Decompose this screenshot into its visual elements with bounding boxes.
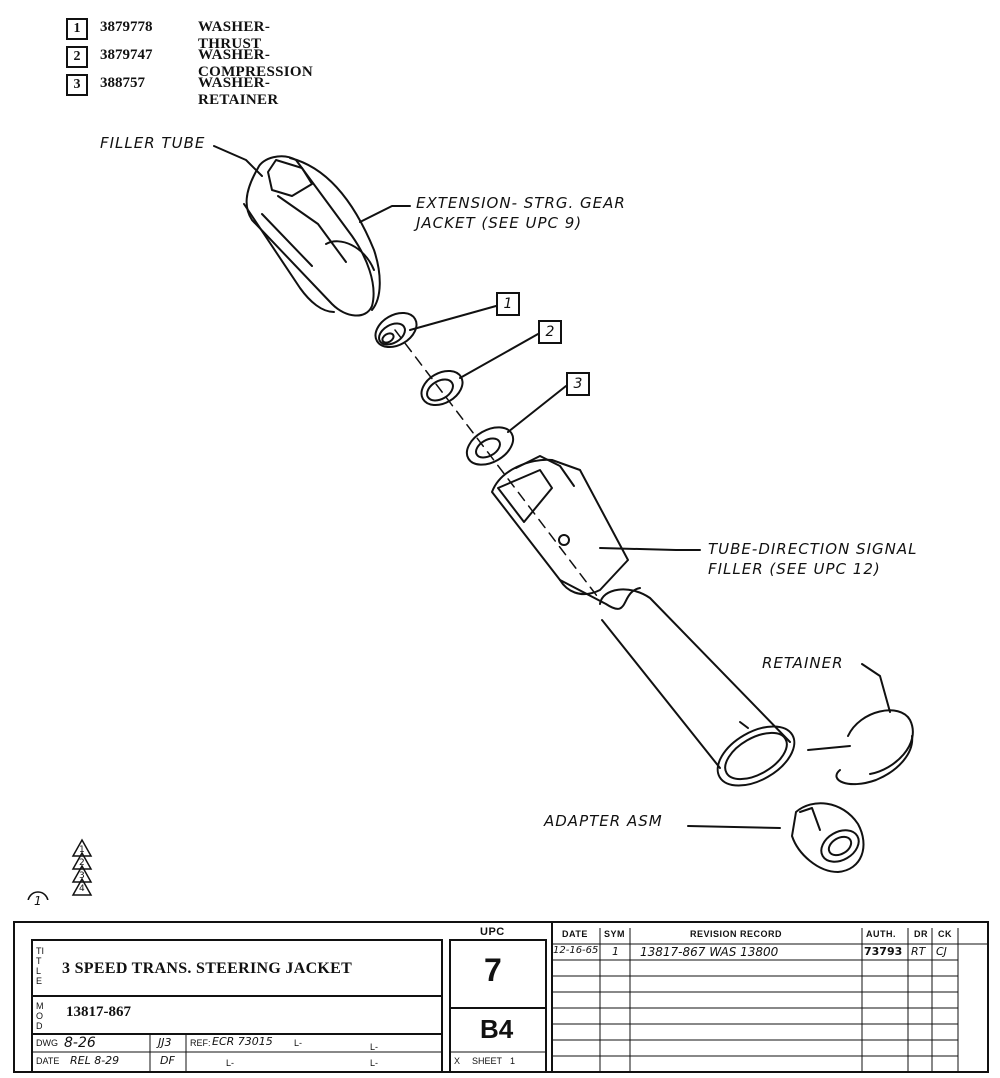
title-letters: TITLE [36, 946, 44, 986]
part-name: WASHER- COMPRESSION [198, 47, 313, 80]
upc-header: UPC [480, 926, 505, 938]
label-extension-line2: JACKET (SEE UPC 9) [416, 214, 583, 232]
rev-header-sym: SYM [604, 929, 626, 939]
section-code: B4 [480, 1014, 514, 1044]
rev-ck: CJ [936, 945, 947, 958]
part-number: 388757 [100, 75, 145, 91]
drawing-title: 3 SPEED TRANS. STEERING JACKET [62, 960, 353, 977]
circled-mark: 1 [34, 894, 42, 908]
rev-header-date: DATE [562, 929, 588, 939]
ref-value: ECR 73015 [212, 1035, 273, 1048]
dwg-value: 8-26 [64, 1035, 96, 1051]
dwg-initials: JJ3 [158, 1036, 172, 1049]
callout-box: 3 [566, 372, 590, 396]
rev-auth: 73793 [864, 945, 903, 958]
leader-retainer [861, 663, 891, 713]
ref-label: REF: [190, 1038, 211, 1048]
revision-triangles [71, 838, 93, 896]
circled-mark-shape [27, 891, 49, 900]
part-number: 3879778 [100, 19, 153, 35]
rev-header-ck: CK [938, 929, 952, 939]
label-retainer: RETAINER [762, 654, 844, 672]
revision-mark: 2 [79, 858, 85, 868]
l-mark: L- [226, 1058, 235, 1068]
extension-jacket-shape [243, 155, 381, 317]
adapter-assembly-shape [791, 802, 865, 873]
revision-mark: 3 [79, 871, 85, 881]
l-mark: L- [294, 1038, 303, 1048]
rev-dr: RT [911, 945, 926, 958]
revision-mark: 4 [79, 884, 85, 894]
part-name: WASHER-RETAINER [198, 75, 279, 108]
date-label: DATE [36, 1056, 60, 1066]
part-index: 1 [66, 18, 88, 40]
part-number: 3879747 [100, 47, 153, 63]
revision-mark: 1 [79, 845, 85, 855]
callout-box: 1 [496, 292, 520, 316]
retainer-ring-shape [807, 709, 914, 786]
part-name: WASHER-THRUST [198, 19, 271, 52]
sheet-number: 1 [510, 1056, 516, 1066]
rev-header-dr: DR [914, 929, 928, 939]
l-mark: L- [370, 1042, 379, 1052]
part-index: 3 [66, 74, 88, 96]
leader-filler-tube [213, 145, 263, 177]
rev-record: 13817-867 WAS 13800 [640, 945, 779, 959]
mod-number: 13817-867 [66, 1004, 131, 1020]
dwg-label: DWG [36, 1038, 58, 1048]
column-tube-shape [599, 588, 796, 787]
date-initials: DF [160, 1054, 175, 1067]
leader-callout-2 [459, 333, 539, 379]
label-tube-line2: FILLER (SEE UPC 12) [708, 560, 881, 578]
mod-letters: MOD [36, 1001, 44, 1031]
rev-header-auth: AUTH. [866, 929, 896, 939]
leader-callout-3 [507, 385, 567, 433]
exploded-view-drawing [27, 145, 914, 900]
date-value: REL 8-29 [70, 1054, 120, 1067]
label-adapter: ADAPTER ASM [544, 812, 663, 830]
leader-extension [359, 205, 411, 223]
label-filler-tube: FILLER TUBE [100, 134, 206, 152]
upc-value: 7 [484, 952, 502, 988]
leader-callout-1 [409, 305, 497, 331]
sheet-check: X [454, 1056, 461, 1066]
part-index: 2 [66, 46, 88, 68]
label-tube-line1: TUBE-DIRECTION SIGNAL [708, 540, 918, 558]
rev-header-record: REVISION RECORD [690, 929, 783, 939]
washer-compression-shape [420, 369, 464, 407]
callout-box: 2 [538, 320, 562, 344]
l-mark: L- [370, 1058, 379, 1068]
label-extension-line1: EXTENSION- STRG. GEAR [416, 194, 626, 212]
rev-sym: 1 [612, 945, 619, 958]
assembly-axis-line [394, 329, 601, 601]
washer-retainer-shape [465, 426, 515, 466]
leader-tube-signal [599, 547, 701, 551]
signal-filler-tube-shape [491, 455, 641, 610]
sheet-label: SHEET [472, 1056, 503, 1066]
rev-date: 12-16-65 [553, 945, 599, 956]
leader-adapter [687, 825, 781, 829]
washer-thrust-shape [374, 311, 418, 349]
